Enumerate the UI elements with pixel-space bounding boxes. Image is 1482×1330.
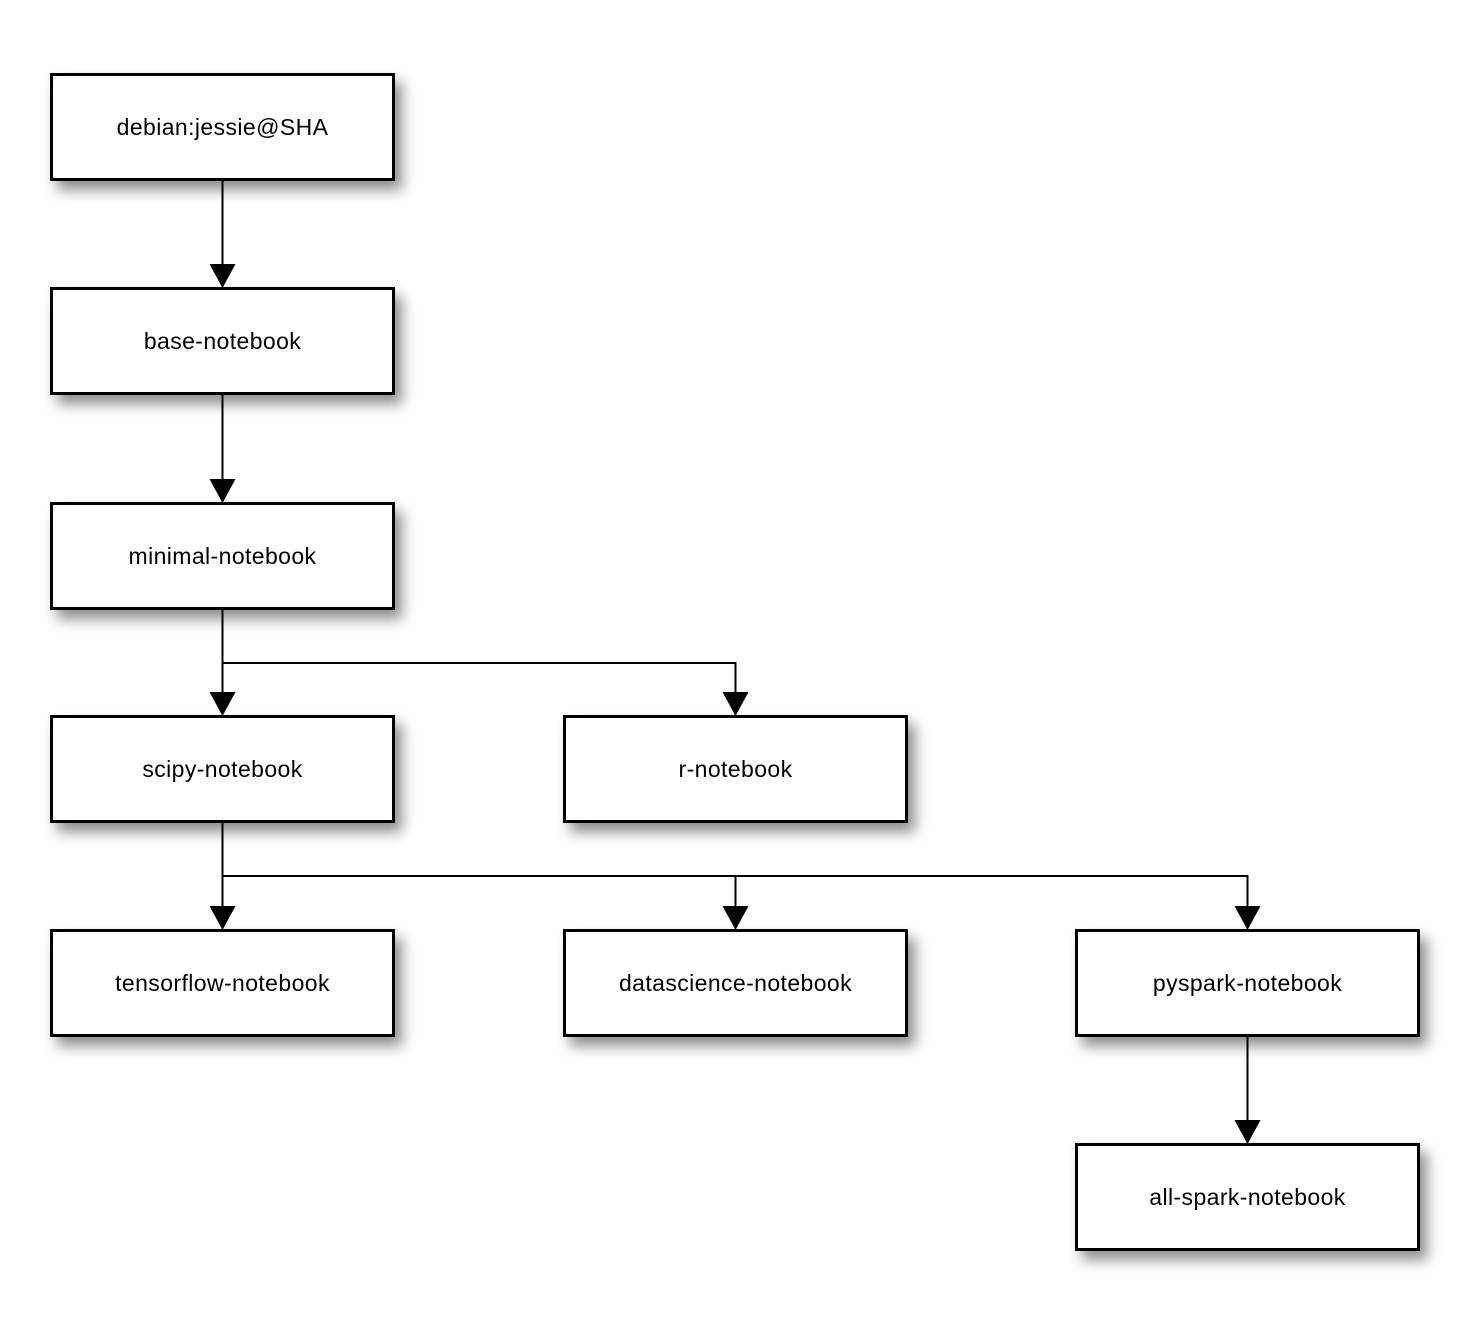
- node-label-tensorflow-notebook: tensorflow-notebook: [115, 969, 330, 996]
- node-r-notebook: r-notebook: [563, 715, 908, 823]
- node-debian-jessie: debian:jessie@SHA: [50, 73, 395, 181]
- node-label-datascience-notebook: datascience-notebook: [618, 969, 853, 996]
- arrowhead-tensorflow-notebook: [209, 906, 236, 930]
- node-minimal-notebook: minimal-notebook: [50, 502, 395, 610]
- arrowhead-base-notebook: [209, 264, 236, 288]
- node-base-notebook: base-notebook: [50, 287, 395, 395]
- node-label-all-spark-notebook: all-spark-notebook: [1149, 1183, 1346, 1210]
- node-label-base-notebook: base-notebook: [143, 327, 302, 354]
- arrowhead-r-notebook: [722, 692, 749, 716]
- node-datascience-notebook: datascience-notebook: [563, 929, 908, 1037]
- node-scipy-notebook: scipy-notebook: [50, 715, 395, 823]
- arrowhead-pyspark-notebook: [1234, 906, 1261, 930]
- arrowhead-minimal-notebook: [209, 479, 236, 503]
- node-all-spark-notebook: all-spark-notebook: [1075, 1143, 1420, 1251]
- arrowhead-all-spark-notebook: [1234, 1120, 1261, 1144]
- arrowhead-scipy-notebook: [209, 692, 236, 716]
- arrowhead-datascience-notebook: [722, 906, 749, 930]
- node-label-debian-jessie: debian:jessie@SHA: [116, 113, 329, 140]
- node-tensorflow-notebook: tensorflow-notebook: [50, 929, 395, 1037]
- node-label-pyspark-notebook: pyspark-notebook: [1152, 969, 1343, 996]
- node-label-scipy-notebook: scipy-notebook: [142, 755, 303, 782]
- node-pyspark-notebook: pyspark-notebook: [1075, 929, 1420, 1037]
- node-label-r-notebook: r-notebook: [678, 755, 793, 782]
- node-label-minimal-notebook: minimal-notebook: [128, 542, 317, 569]
